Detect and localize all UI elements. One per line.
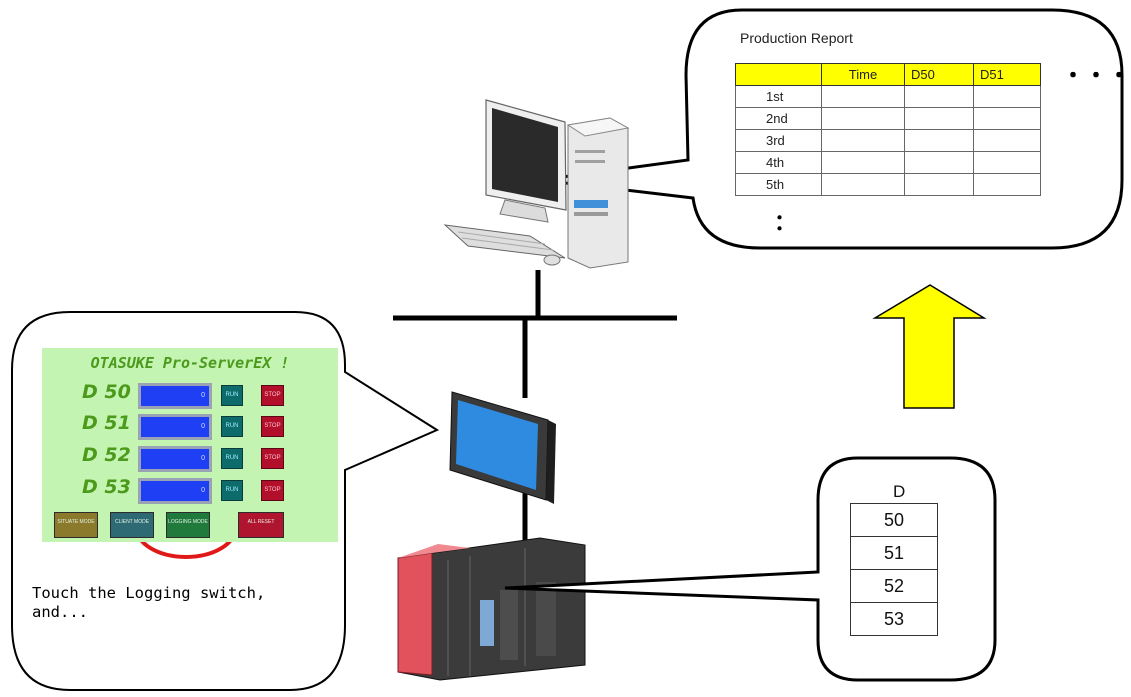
hmi-row-label: D 51 xyxy=(82,412,131,434)
report-row: 1st xyxy=(735,85,1041,108)
report-row-label: 3rd xyxy=(735,129,822,152)
hmi-run-button[interactable]: RUN xyxy=(221,416,243,437)
report-row-label: 5th xyxy=(735,173,822,196)
hmi-run-button[interactable]: RUN xyxy=(221,480,243,501)
report-header-cell: D50 xyxy=(904,63,974,86)
hmi-row-label: D 52 xyxy=(82,444,131,466)
register-cell: 53 xyxy=(850,602,938,636)
report-row: 2nd xyxy=(735,107,1041,130)
desktop-pc-icon xyxy=(443,99,630,269)
hmi-title: OTASUKE Pro-ServerEX ! xyxy=(90,354,290,372)
hmi-row-d52: D 52 0 RUN STOP xyxy=(42,442,338,472)
hmi-value-display: 0 xyxy=(138,383,212,409)
hmi-value-display: 0 xyxy=(138,446,212,472)
report-row: 5th xyxy=(735,173,1041,196)
register-label: D xyxy=(893,482,906,501)
report-header-row: Time D50 D51 xyxy=(735,63,1041,86)
situate-mode-button[interactable]: SITUATE MODE xyxy=(54,512,98,538)
report-table: Time D50 D51 1st 2nd 3rd 4th 5th xyxy=(735,63,1041,196)
hmi-run-button[interactable]: RUN xyxy=(221,385,243,406)
register-table: 50 51 52 53 xyxy=(850,503,938,636)
caption-text: Touch the Logging switch, and... xyxy=(32,584,266,621)
report-title: Production Report xyxy=(740,30,853,46)
client-mode-button[interactable]: CLIENT MODE xyxy=(110,512,154,538)
register-cell: 50 xyxy=(850,503,938,537)
hmi-row-d53: D 53 0 RUN STOP xyxy=(42,474,338,504)
report-more-columns: ・・・ xyxy=(1062,63,1131,88)
network-bus xyxy=(393,270,677,545)
report-header-cell: Time xyxy=(821,63,905,86)
plc-unit-icon xyxy=(397,537,586,681)
register-cell: 51 xyxy=(850,536,938,570)
up-arrow-icon xyxy=(872,284,987,409)
report-header-cell xyxy=(735,63,822,86)
report-more-rows: ： xyxy=(774,210,797,235)
hmi-row-label: D 50 xyxy=(82,381,131,403)
logging-mode-button[interactable]: LOGGING MODE xyxy=(166,512,210,538)
report-row-label: 4th xyxy=(735,151,822,174)
report-row-label: 2nd xyxy=(735,107,822,130)
hmi-value-display: 0 xyxy=(138,414,212,440)
hmi-row-d50: D 50 0 RUN STOP xyxy=(42,379,338,409)
hmi-stop-button[interactable]: STOP xyxy=(261,480,284,501)
hmi-row-d51: D 51 0 RUN STOP xyxy=(42,410,338,440)
report-row-label: 1st xyxy=(735,85,822,108)
report-row: 3rd xyxy=(735,129,1041,152)
hmi-screen: OTASUKE Pro-ServerEX ! D 50 0 RUN STOP D… xyxy=(42,348,338,542)
hmi-stop-button[interactable]: STOP xyxy=(261,416,284,437)
register-cell: 52 xyxy=(850,569,938,603)
touch-panel-icon xyxy=(449,391,556,504)
report-header-cell: D51 xyxy=(973,63,1041,86)
hmi-run-button[interactable]: RUN xyxy=(221,448,243,469)
hmi-row-label: D 53 xyxy=(82,476,131,498)
hmi-stop-button[interactable]: STOP xyxy=(261,385,284,406)
hmi-value-display: 0 xyxy=(138,478,212,504)
all-reset-button[interactable]: ALL RESET xyxy=(238,512,284,538)
hmi-stop-button[interactable]: STOP xyxy=(261,448,284,469)
report-row: 4th xyxy=(735,151,1041,174)
